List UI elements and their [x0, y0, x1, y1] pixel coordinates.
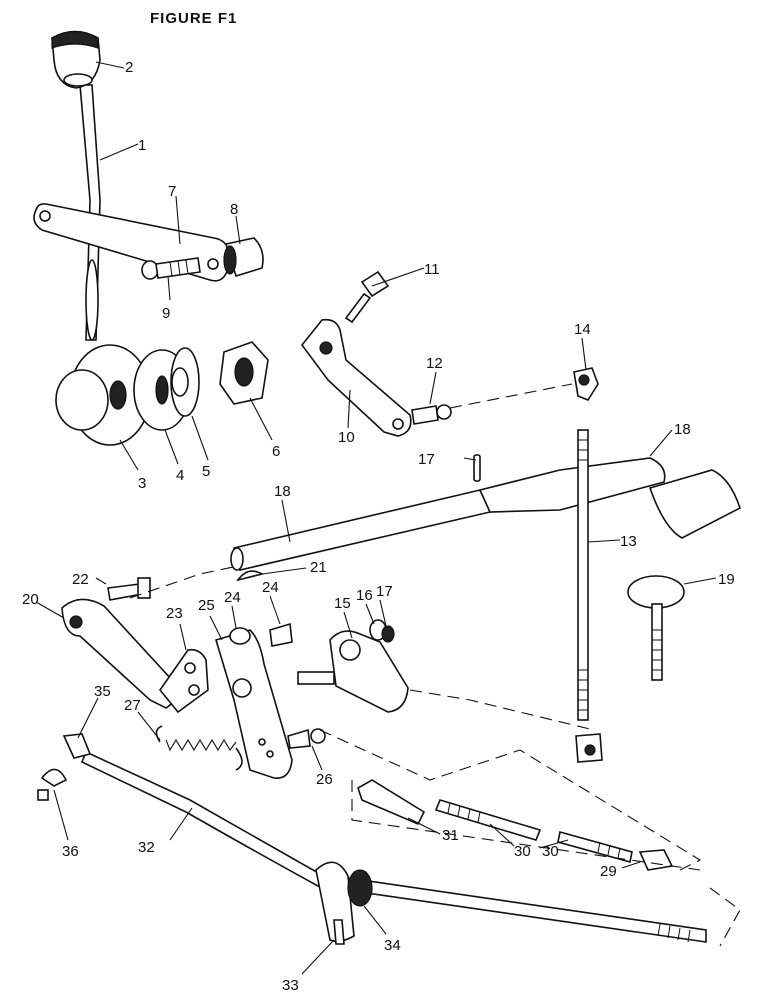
- pedal-pad: [648, 469, 741, 539]
- callout-19: 17: [418, 451, 435, 468]
- callout-24-left: 23: [166, 605, 183, 622]
- spring-washer: [170, 347, 200, 417]
- callout-30-right: 30: [542, 843, 559, 860]
- dashed-line: [129, 565, 239, 599]
- leader-lines: [35, 61, 717, 975]
- callout-3: 3: [138, 475, 146, 492]
- figure-title: FIGURE F1: [150, 10, 238, 27]
- woodruff-key: [236, 570, 265, 582]
- rod-adjuster: [357, 779, 426, 826]
- callout-26: 25: [198, 597, 215, 614]
- dashed-line: [319, 729, 702, 871]
- sleeve: [223, 237, 264, 277]
- rod-guide-bracket: [315, 861, 355, 945]
- callout-22: 21: [310, 559, 327, 576]
- cross-shaft-plate: [297, 630, 409, 713]
- dashed-line: [351, 780, 701, 871]
- callout-36: 36: [62, 843, 79, 860]
- callout-30-left: 30: [514, 843, 531, 860]
- callout-18-pedal: 18: [674, 421, 691, 438]
- callout-24-right: 24: [224, 589, 241, 606]
- callout-32: 33: [282, 977, 299, 994]
- link-arm: [61, 598, 177, 709]
- callout-14: 14: [574, 321, 591, 338]
- callout-1: 1: [138, 137, 146, 154]
- callout-28: 27: [124, 697, 141, 714]
- link-bolt: [107, 577, 151, 601]
- bell-crank: [158, 648, 209, 714]
- grommet: [347, 869, 373, 907]
- callout-17: 17: [376, 583, 393, 600]
- callout-35: 35: [94, 683, 111, 700]
- ball-joint-bolt: [411, 404, 452, 425]
- callout-33: 34: [384, 937, 401, 954]
- callout-29: 29: [600, 863, 617, 880]
- callout-9: 9: [162, 305, 170, 322]
- callout-12: 12: [426, 355, 443, 372]
- washer-small: [229, 627, 251, 645]
- callout-20: 19: [718, 571, 735, 588]
- callout-34: 32: [138, 839, 155, 856]
- pedal-shaft: [230, 457, 666, 571]
- roll-pin: [473, 454, 481, 482]
- clevis-end: [638, 849, 674, 871]
- rod-rear: [557, 830, 633, 864]
- callout-4: 4: [176, 467, 184, 484]
- callout-8: 8: [230, 201, 238, 218]
- rod-front: [434, 799, 542, 841]
- dashed-line: [449, 383, 573, 409]
- callout-21: 20: [22, 591, 39, 608]
- control-rod: [80, 750, 707, 943]
- callout-16: 16: [356, 587, 373, 604]
- rod-end-nut: [62, 733, 92, 759]
- grease-nipple: [37, 768, 68, 801]
- callout-25: 24: [262, 579, 279, 596]
- selector-plate: [215, 629, 293, 779]
- pivot-pin: [269, 622, 293, 647]
- ball-socket: [573, 367, 599, 401]
- nut: [219, 341, 269, 405]
- callout-27: 26: [316, 771, 333, 788]
- dashed-line: [709, 887, 741, 947]
- callout-2: 2: [125, 59, 133, 76]
- threaded-rod: [577, 429, 589, 721]
- stop-bolt: [627, 575, 685, 681]
- lever-knob: [51, 30, 101, 89]
- callout-10: 10: [338, 429, 355, 446]
- bolt: [141, 257, 201, 280]
- callout-23: 22: [72, 571, 89, 588]
- callout-5: 5: [202, 463, 210, 480]
- callout-31: 31: [442, 827, 459, 844]
- nut-small: [381, 625, 395, 643]
- lever-base-cup: [55, 344, 151, 446]
- rod-end-fitting: [575, 733, 603, 763]
- pedal-lever-bracket: [300, 318, 412, 437]
- callout-13: 13: [620, 533, 637, 550]
- lever-arm: [33, 203, 231, 282]
- dashed-line: [409, 689, 595, 731]
- callout-7: 7: [168, 183, 176, 200]
- callout-18-shaft: 18: [274, 483, 291, 500]
- callout-11: 11: [424, 261, 440, 278]
- callout-6: 6: [272, 443, 280, 460]
- return-spring: [155, 725, 243, 771]
- ball-stud: [287, 728, 326, 749]
- bolt-upper: [344, 270, 390, 324]
- callout-15: 15: [334, 595, 351, 612]
